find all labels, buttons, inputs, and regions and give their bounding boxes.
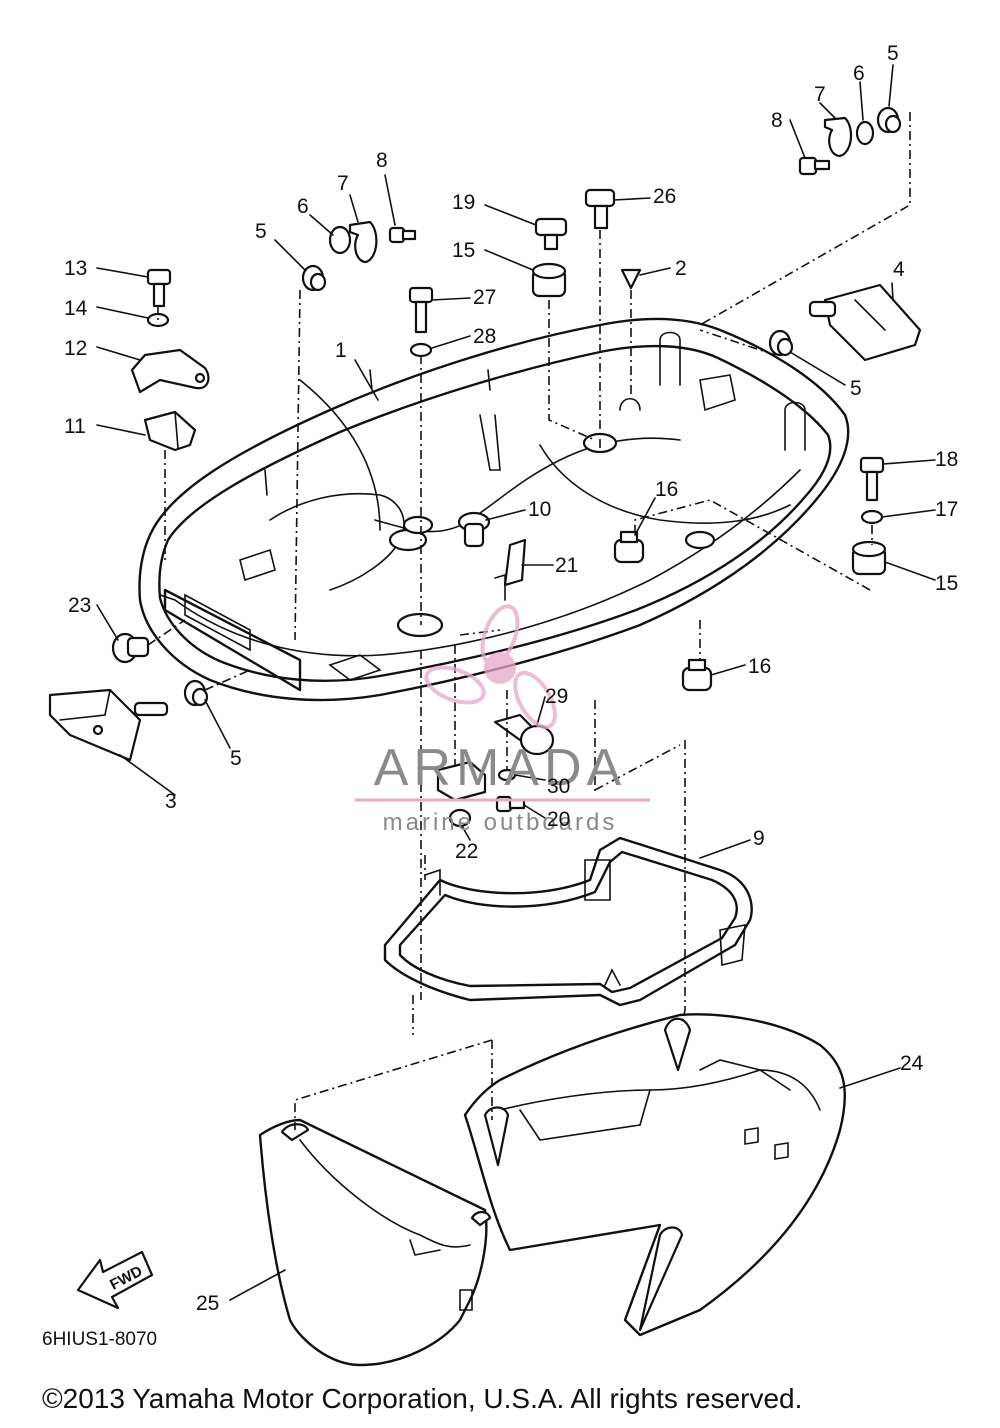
small-parts bbox=[48, 106, 922, 828]
callout-28: 28 bbox=[473, 325, 496, 348]
callout-22: 22 bbox=[455, 840, 478, 863]
callout-24: 24 bbox=[900, 1052, 924, 1075]
callout-2: 2 bbox=[675, 257, 687, 280]
callout-20: 20 bbox=[547, 808, 570, 831]
diagram-code: 6HIUS1-8070 bbox=[42, 1329, 157, 1350]
side-cover-starboard bbox=[463, 1013, 847, 1337]
copyright-notice: ©2013 Yamaha Motor Corporation, U.S.A. A… bbox=[42, 1383, 802, 1414]
callout-5a: 5 bbox=[255, 220, 267, 243]
fwd-arrow-icon: FWD bbox=[76, 1250, 154, 1310]
callout-13: 13 bbox=[64, 257, 87, 280]
callout-18: 18 bbox=[935, 448, 958, 471]
bottom-cowling bbox=[138, 317, 850, 702]
watermark-tagline: marine outboards bbox=[383, 809, 618, 836]
callout-5c: 5 bbox=[230, 747, 242, 770]
callout-9: 9 bbox=[753, 827, 765, 850]
callout-5d: 5 bbox=[887, 42, 899, 65]
callout-15b: 15 bbox=[935, 572, 958, 595]
watermark: ARMADA marine outboards bbox=[355, 604, 650, 836]
callout-3: 3 bbox=[165, 790, 177, 813]
callout-7a: 7 bbox=[337, 172, 349, 195]
callout-4: 4 bbox=[893, 258, 905, 281]
callout-10: 10 bbox=[528, 498, 551, 521]
callout-16a: 16 bbox=[655, 478, 678, 501]
callout-27: 27 bbox=[473, 286, 496, 309]
callout-15a: 15 bbox=[452, 239, 475, 262]
leader-lines bbox=[96, 64, 936, 1301]
callout-21: 21 bbox=[555, 554, 578, 577]
watermark-propeller-icon bbox=[424, 604, 557, 730]
callout-17: 17 bbox=[935, 498, 958, 521]
callout-30: 30 bbox=[547, 775, 570, 798]
watermark-brand: ARMADA bbox=[374, 739, 626, 797]
cover-frame bbox=[383, 836, 753, 1007]
callout-8a: 8 bbox=[376, 149, 388, 172]
callout-16b: 16 bbox=[748, 655, 771, 678]
side-cover-port bbox=[258, 1118, 492, 1367]
callout-8b: 8 bbox=[771, 109, 783, 132]
callouts: 1 2 3 4 5 5 5 5 6 6 7 7 8 8 9 10 11 12 1… bbox=[64, 42, 958, 1315]
callout-14: 14 bbox=[64, 297, 88, 320]
callout-11: 11 bbox=[64, 415, 86, 438]
callout-19: 19 bbox=[452, 191, 475, 214]
callout-1: 1 bbox=[335, 339, 347, 362]
callout-25: 25 bbox=[196, 1292, 219, 1315]
assembly-lines bbox=[147, 112, 911, 1130]
callout-7b: 7 bbox=[814, 83, 826, 106]
callout-12: 12 bbox=[64, 337, 87, 360]
callout-26: 26 bbox=[653, 185, 676, 208]
callout-29: 29 bbox=[545, 685, 568, 708]
callout-6b: 6 bbox=[853, 62, 865, 85]
callout-23: 23 bbox=[68, 594, 91, 617]
callout-6a: 6 bbox=[297, 195, 309, 218]
callout-5b: 5 bbox=[850, 377, 862, 400]
